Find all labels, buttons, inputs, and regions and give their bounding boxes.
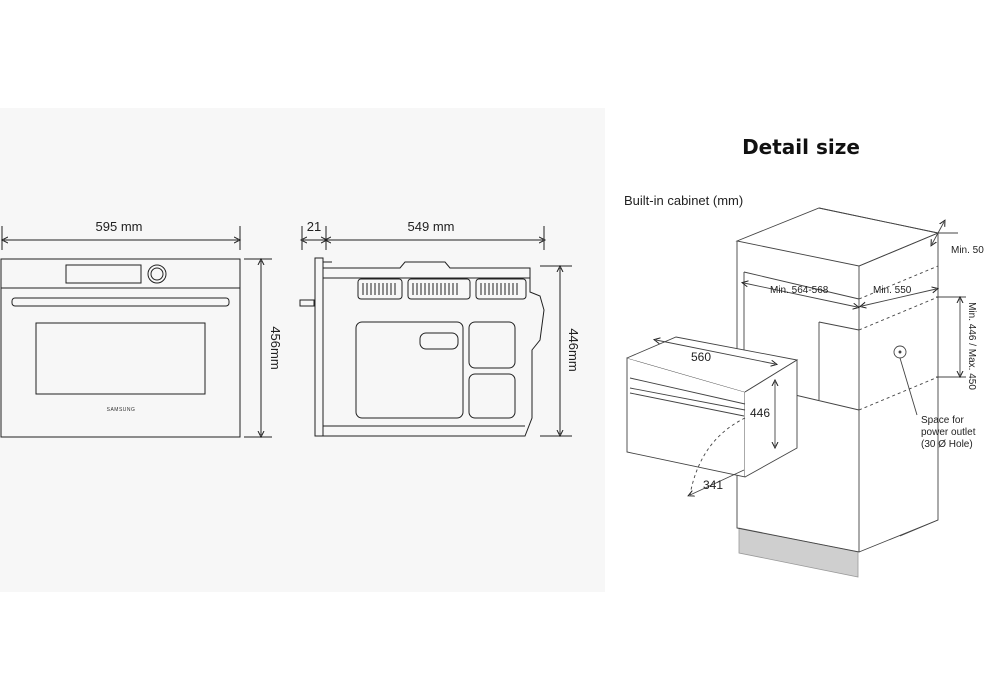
- door-handle: [11, 297, 230, 307]
- min-depth-dimension: [862, 289, 936, 306]
- cavity-dashed-bottom: [858, 376, 939, 411]
- vent-group-1: [357, 278, 403, 300]
- oven-width-label: 560: [691, 350, 711, 364]
- side-height-label: 446mm: [566, 328, 581, 371]
- oven-side-body: [323, 261, 545, 437]
- detail-size-title: Detail size: [742, 135, 860, 159]
- oven-height-label: 446: [750, 406, 770, 420]
- door-profile: [314, 257, 324, 437]
- outlet-note-line2: power outlet: [921, 427, 976, 438]
- power-outlet-center: [898, 350, 902, 354]
- oven-box-handle-line-2: [629, 392, 745, 417]
- dimension-drawings-panel: [0, 108, 605, 592]
- oven-box-panel-line: [629, 377, 746, 405]
- control-knob-icon: [147, 264, 167, 284]
- oven-front-outline: [0, 258, 241, 438]
- oven-window: [35, 322, 206, 395]
- door-swing-arc: [689, 417, 746, 496]
- vent-group-2: [407, 278, 471, 300]
- min-width-label: Min. 564-568: [770, 285, 829, 296]
- door-swing-label: 341: [703, 478, 723, 492]
- side-depth-label: 549 mm: [408, 219, 455, 234]
- min-depth-label: Min. 550: [873, 285, 912, 296]
- cabinet-top-back-edge: [818, 207, 939, 234]
- oven-display: [65, 264, 142, 284]
- side-handle: [299, 299, 315, 307]
- cabinet-drawing: [626, 207, 966, 553]
- vent-slots: [362, 283, 518, 295]
- oven-box-handle-line: [629, 387, 746, 411]
- side-panel-large: [355, 321, 464, 419]
- outlet-note-line3: (30 Ø Hole): [921, 439, 973, 450]
- outlet-note-line1: Space for: [921, 415, 964, 426]
- door-swing-dimension: [690, 469, 745, 495]
- front-view: [0, 226, 272, 438]
- side-panel-upper-box: [468, 321, 516, 369]
- cavity-dashed-top: [858, 296, 939, 331]
- side-panel-slot: [419, 332, 459, 350]
- cabinet-side: [858, 232, 939, 553]
- front-width-label: 595 mm: [96, 219, 143, 234]
- oven-width-dimension: [656, 340, 775, 364]
- cabinet-side-bottom: [899, 519, 939, 537]
- height-range-label: Min. 446 / Max. 450: [966, 302, 977, 390]
- front-height-label: 456mm: [268, 326, 283, 369]
- side-view: [299, 226, 572, 437]
- oven-box-side: [744, 359, 798, 478]
- brand-logo: SAMSUNG: [107, 407, 136, 413]
- side-panel-lower-box: [468, 373, 516, 419]
- min-top-gap-label: Min. 50: [951, 245, 984, 256]
- min-width-dimension: [744, 283, 857, 307]
- power-outlet-leader: [899, 357, 918, 416]
- built-in-cabinet-subtitle: Built-in cabinet (mm): [624, 193, 743, 208]
- opening-inner-top: [818, 321, 860, 331]
- cabinet-plinth: [738, 527, 859, 578]
- control-knob-inner: [150, 267, 164, 281]
- vent-group-3: [475, 278, 527, 300]
- door-depth-label: 21: [307, 219, 321, 234]
- cabinet-top: [735, 207, 940, 267]
- min50-arrow: [932, 222, 944, 244]
